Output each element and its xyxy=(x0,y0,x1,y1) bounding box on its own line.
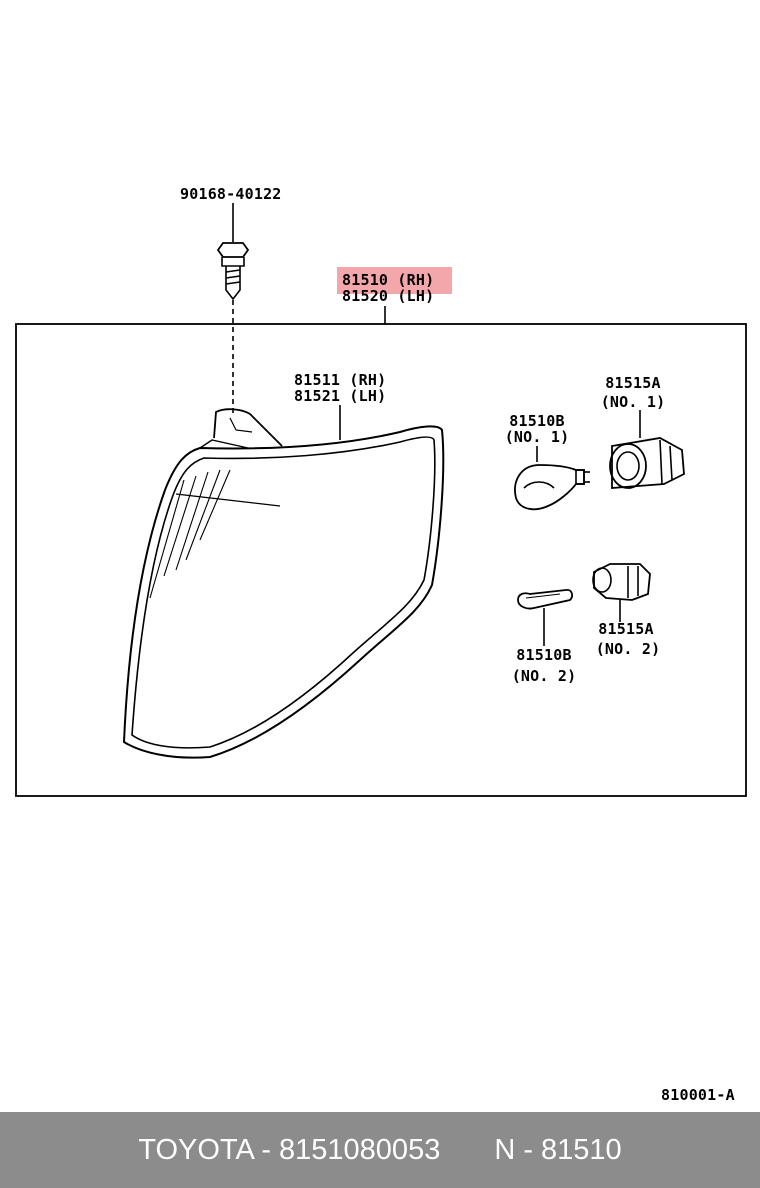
assembly-frame xyxy=(15,323,747,797)
highlight-selected-part xyxy=(337,267,452,294)
socket1-note: (NO. 1) xyxy=(600,393,666,411)
assembly-part-number-rh[interactable]: 81510 (RH) xyxy=(342,271,435,289)
footer-part-number: TOYOTA - 8151080053 xyxy=(138,1133,441,1166)
socket2-part-number[interactable]: 81515A xyxy=(598,620,654,638)
socket2-note: (NO. 2) xyxy=(595,640,661,658)
bulb-no1-icon xyxy=(514,446,590,511)
assembly-part-number-lh[interactable]: 81520 (LH) xyxy=(342,287,435,305)
footer-bar: TOYOTA - 8151080053 N - 81510 xyxy=(0,1112,760,1188)
socket-no2-icon xyxy=(592,563,651,622)
socket-no1-icon xyxy=(609,410,685,489)
bulb2-part-number[interactable]: 81510B xyxy=(516,646,572,664)
bolt-part-number[interactable]: 90168-40122 xyxy=(180,185,282,203)
bulb-no2-icon xyxy=(517,589,573,646)
bulb2-note: (NO. 2) xyxy=(511,667,577,685)
bulb1-part-number[interactable]: 81510B xyxy=(509,412,565,430)
footer-reference: N - 81510 xyxy=(494,1133,622,1166)
figure-code: 810001-A xyxy=(661,1086,735,1104)
parts-diagram xyxy=(15,203,747,797)
lens-part-number-lh[interactable]: 81521 (LH) xyxy=(294,387,387,405)
socket1-part-number[interactable]: 81515A xyxy=(605,374,661,392)
lamp-lens-icon xyxy=(122,405,445,759)
bolt-icon xyxy=(216,203,250,415)
bulb1-note: (NO. 1) xyxy=(504,428,570,446)
lens-part-number-rh[interactable]: 81511 (RH) xyxy=(294,371,387,389)
